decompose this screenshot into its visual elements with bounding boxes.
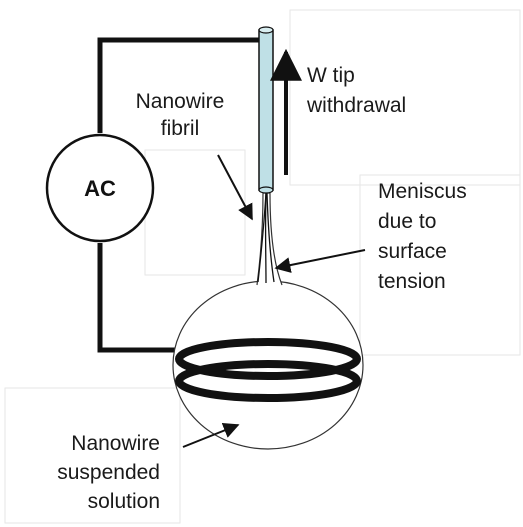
tip-label-line-1: W tip <box>307 64 355 87</box>
fibril-label-line-2: fibril <box>161 117 200 140</box>
nanowire-fibrils <box>257 192 275 284</box>
tip-label-line-2: withdrawal <box>306 94 406 117</box>
w-tip <box>258 26 274 194</box>
ac-source: AC <box>45 133 155 243</box>
solution-pointer <box>182 422 240 448</box>
solution-label-line-1: Nanowire <box>71 432 160 455</box>
meniscus-label-line-1: Meniscus <box>378 180 467 203</box>
meniscus-label-line-3: surface <box>378 240 447 263</box>
fibril-pointer <box>217 154 253 221</box>
wire-bottom <box>97 243 185 353</box>
meniscus-pointer <box>274 249 366 273</box>
label-solution: Nanowire suspended solution <box>57 432 160 513</box>
background-panels <box>4 9 521 524</box>
wire-top <box>97 37 266 133</box>
label-meniscus: Meniscus due to surface tension <box>378 180 467 293</box>
solution-label-line-3: solution <box>88 490 160 513</box>
fibril-label-line-1: Nanowire <box>136 90 225 113</box>
pointer-arrows <box>182 154 366 448</box>
label-nanowire-fibril: Nanowire fibril <box>136 90 225 140</box>
ac-source-label: AC <box>84 176 116 201</box>
label-tip-withdrawal: W tip withdrawal <box>306 64 406 117</box>
meniscus-label-line-2: due to <box>378 210 436 233</box>
solution-label-line-2: suspended <box>57 461 160 484</box>
circuit-wires <box>97 37 266 353</box>
coil <box>175 338 361 402</box>
meniscus-label-line-4: tension <box>378 270 446 293</box>
